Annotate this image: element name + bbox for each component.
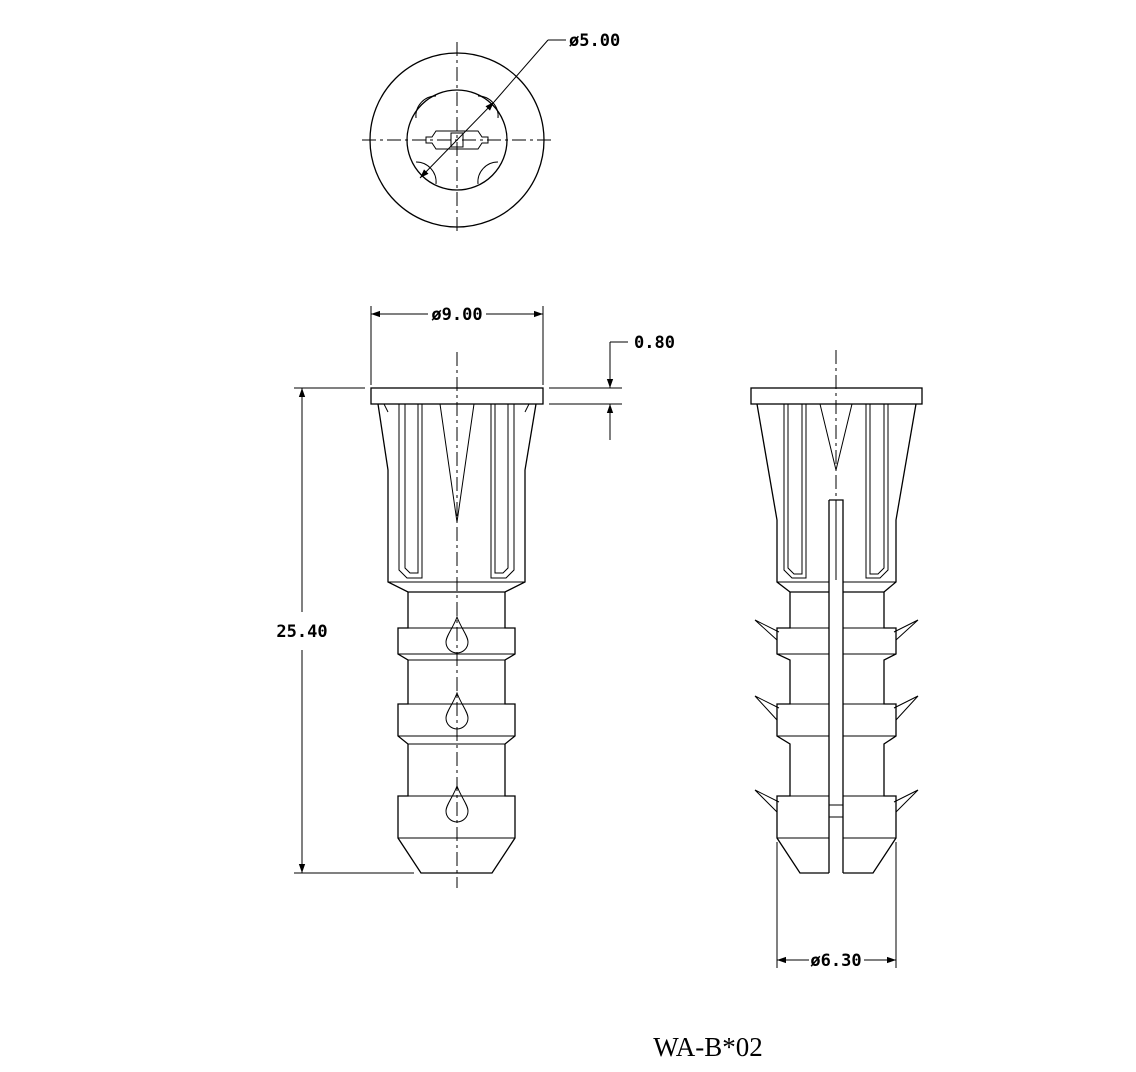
barb-teardrop-2 [445, 691, 469, 730]
side-lower-left-outline [776, 592, 829, 874]
cone-edge-right [524, 403, 530, 413]
head-flange [370, 387, 544, 405]
barb-spike-left-2 [754, 695, 780, 721]
upper-body-outline [377, 403, 537, 593]
side-lower-right-outline [843, 592, 897, 874]
side-slot-right-inner [869, 404, 885, 575]
side-upper-left-outline [756, 403, 829, 593]
top-view: ø5.00 [362, 31, 620, 232]
inner-diameter-dimension-line [419, 101, 495, 179]
lower-body-outline [397, 592, 516, 874]
head-diameter-label: ø9.00 [431, 305, 482, 325]
slot-right-inner [494, 404, 509, 574]
side-head-flange [750, 387, 923, 405]
inner-diameter-leader [493, 39, 549, 103]
body-diameter-label: ø6.30 [810, 951, 861, 971]
side-center-spike [819, 403, 853, 471]
split-bridge [828, 804, 844, 818]
inner-diameter-label: ø5.00 [569, 31, 620, 51]
barb-spike-right-1 [893, 619, 919, 641]
side-slot-right-outer [865, 404, 889, 579]
center-spike [439, 403, 475, 523]
barb-spike-right-3 [893, 789, 919, 813]
barb-teardrop-3 [445, 784, 469, 823]
cone-edge-left [383, 403, 389, 413]
barb-spike-right-2 [893, 695, 919, 721]
side-slot-left-outer [783, 404, 807, 579]
side-slot-left-inner [787, 404, 803, 575]
slot-left-outer [398, 404, 423, 579]
part-number-label: WA-B*02 [653, 1032, 763, 1062]
split-right-edge [829, 499, 844, 873]
front-view: ø9.00 0.80 25.40 [276, 305, 675, 888]
barb-spike-left-3 [754, 789, 780, 813]
overall-length-label: 25.40 [276, 622, 327, 642]
side-upper-right-outline [843, 403, 917, 593]
barb-teardrop-1 [445, 615, 469, 654]
barb-spike-left-1 [754, 619, 780, 641]
side-view: ø6.30 [750, 350, 923, 971]
slot-left-inner [404, 404, 419, 574]
slot-right-outer [490, 404, 515, 579]
head-thickness-label: 0.80 [634, 333, 675, 353]
